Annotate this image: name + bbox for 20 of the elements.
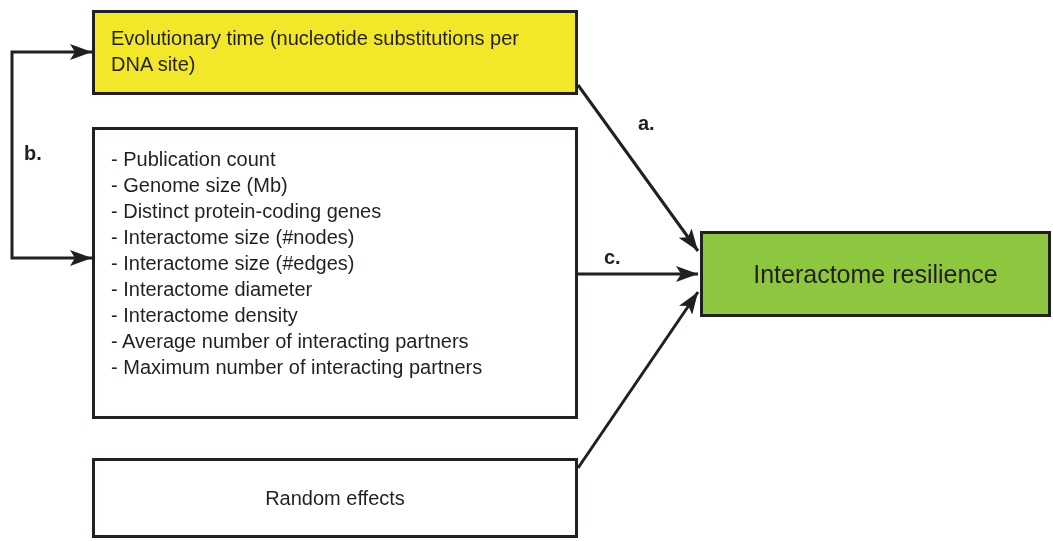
- list-item: - Average number of interacting partners: [111, 329, 470, 354]
- list-item: - Interactome diameter: [111, 277, 314, 302]
- arrow: [578, 266, 698, 282]
- list-item: - Publication count: [111, 147, 277, 172]
- list-item: - Distinct protein-coding genes: [111, 199, 383, 224]
- factor-box: [92, 458, 578, 538]
- arrow: [576, 84, 700, 252]
- list-item: - Interactome size (#nodes): [111, 225, 356, 250]
- box-label: Random effects: [264, 486, 406, 511]
- list-item: - Genome size (Mb): [111, 173, 289, 198]
- factor-list-box: [92, 127, 578, 419]
- arrow: [576, 291, 700, 469]
- list-item: - Interactome size (#edges): [111, 251, 356, 276]
- arrow: [10, 44, 92, 266]
- list-item: - Maximum number of interacting partners: [111, 355, 484, 380]
- outcome-box: [700, 231, 1051, 317]
- list-item: - Interactome density: [111, 303, 299, 328]
- factor-box: [92, 10, 578, 95]
- box-label: Evolutionary time (nucleotide substitutions per DNA site): [111, 26, 520, 77]
- box-label: Interactome resilience: [752, 258, 999, 290]
